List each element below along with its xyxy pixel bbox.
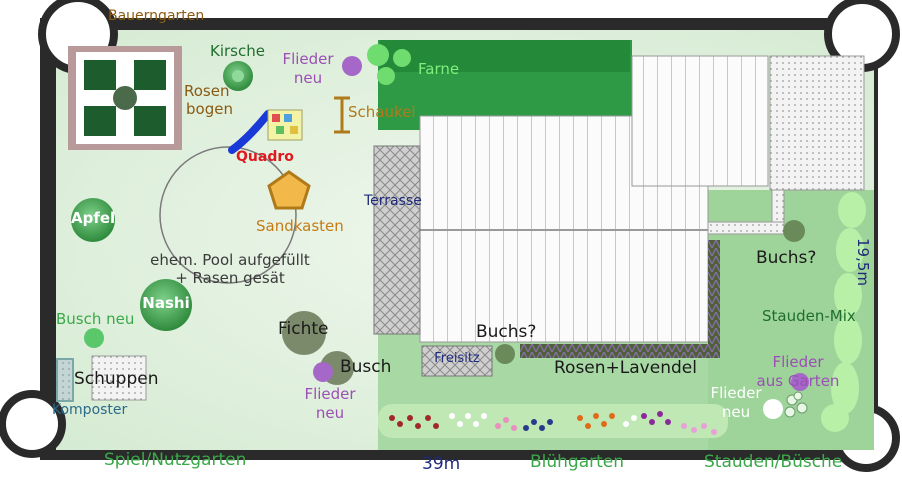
label-rosen-lavendel: Rosen+Lavendel (554, 358, 697, 378)
schuppen-box (91, 355, 147, 401)
stauden-hedge (821, 192, 866, 432)
corner-bl (0, 390, 66, 458)
label-busch-neu: Busch neu (56, 310, 135, 328)
former-pool (159, 146, 297, 284)
label-sandkasten: Sandkasten (256, 217, 344, 235)
label-zone-bluehgarten: Blühgarten (530, 452, 625, 472)
label-freisitz: Freisitz (434, 351, 480, 366)
schaukel-swing (334, 96, 350, 134)
label-flieder-aus-garten-1: Flieder (772, 353, 824, 371)
label-zone-stauden: Stauden/Büsche (704, 452, 843, 472)
farne-plants (367, 44, 411, 85)
label-farne: Farne (418, 60, 460, 78)
label-buchs-freisitz: Buchs? (476, 322, 537, 342)
label-flieder-neu-bottom-2: neu (315, 404, 345, 422)
label-pool-1: ehem. Pool aufgefüllt (150, 251, 310, 269)
label-kirsche: Kirsche (210, 42, 265, 60)
label-schuppen: Schuppen (74, 369, 159, 389)
label-buchs-right: Buchs? (756, 248, 817, 268)
carport (769, 55, 865, 191)
label-bauerngarten: Bauerngarten (108, 8, 205, 24)
label-flieder-aus-garten-2: aus Garten (756, 372, 840, 390)
flower-clusters (389, 411, 717, 435)
fichte-tree (282, 311, 326, 355)
label-fichte: Fichte (278, 319, 329, 339)
flower-strip (378, 404, 728, 438)
rosen-lavendel-bed (520, 344, 720, 358)
label-length-dimension: 39m (422, 454, 461, 474)
label-width-dimension: 19,5m (854, 238, 872, 287)
label-pool-2: + Rasen gesät (175, 269, 285, 287)
buchs-shrub-freisitz (495, 344, 515, 364)
label-stauden-mix: Stauden-Mix (762, 307, 856, 325)
busch-neu-shrub (84, 328, 104, 348)
label-zone-spiel: Spiel/Nutzgarten (104, 450, 247, 470)
label-terrasse: Terrasse (364, 193, 422, 209)
flieder-bottom (313, 362, 333, 382)
nashi-tree (140, 279, 192, 331)
apfel-tree (71, 198, 115, 242)
label-flieder-neu-top-1: Flieder (282, 50, 334, 68)
terrasse-area (373, 145, 421, 335)
buchs-shrub-right (783, 220, 805, 242)
label-schaukel: Schaukel (348, 103, 416, 121)
garage-roof (631, 55, 769, 187)
freisitz-area (421, 345, 493, 377)
label-busch: Busch (340, 357, 392, 377)
label-apfel: Apfel (71, 209, 116, 227)
flieder-top (342, 56, 362, 76)
bauerngarten-bed (68, 46, 182, 150)
label-rosenbogen-1: Rosen (184, 82, 230, 100)
label-flieder-neu-right-1: Flieder (710, 384, 762, 402)
quadro-structure (228, 109, 303, 154)
label-komposter: Komposter (52, 402, 128, 418)
flieder-right (791, 373, 809, 391)
label-nashi: Nashi (142, 294, 190, 312)
label-flieder-neu-top-2: neu (293, 69, 323, 87)
label-flieder-neu-right-2: neu (721, 403, 751, 421)
label-rosenbogen-2: bogen (186, 100, 233, 118)
sandkasten-shape (267, 170, 311, 210)
label-flieder-neu-bottom-1: Flieder (304, 385, 356, 403)
label-quadro: Quadro (236, 149, 294, 165)
flieder-neu-right-shrub (763, 399, 783, 419)
flieder-garden-cluster (784, 391, 808, 418)
